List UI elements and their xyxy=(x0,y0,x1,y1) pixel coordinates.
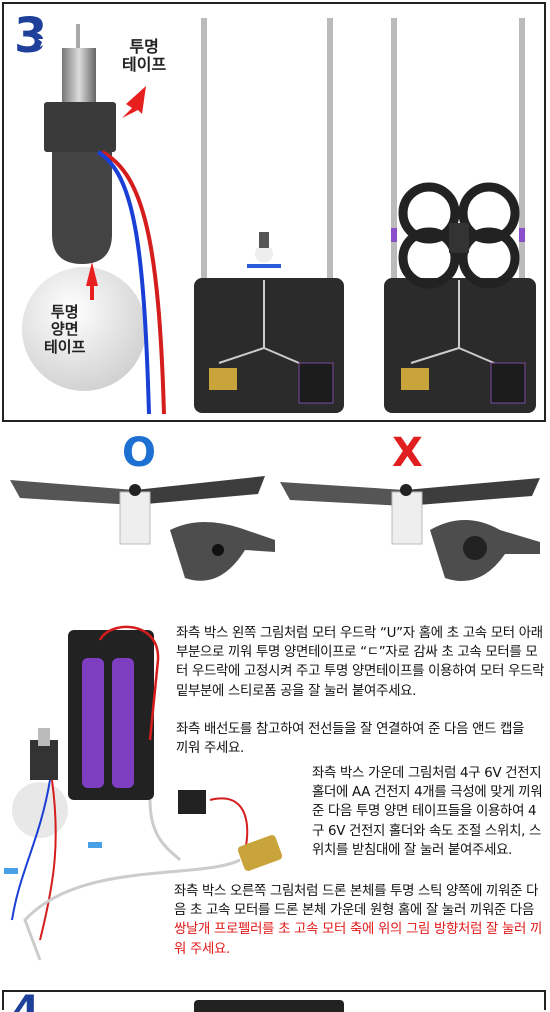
motor-clip xyxy=(247,264,281,268)
motor-holder-top xyxy=(44,102,116,152)
base-drone-illustration xyxy=(384,18,536,413)
stick-left xyxy=(201,18,207,298)
potentiometer xyxy=(237,835,283,871)
step3-panel: 3 투명 테이프 투명 양면 테이프 xyxy=(2,2,546,422)
star-icon xyxy=(38,34,52,47)
instruction-p3: 좌측 박스 가운데 그림처럼 4구 6V 건전지 홀더에 AA 건전지 4개를 … xyxy=(312,766,543,858)
instruction-block-3: 좌측 박스 가운데 그림처럼 4구 6V 건전지 홀더에 AA 건전지 4개를 … xyxy=(312,764,544,860)
motor-ball-illustration xyxy=(22,24,166,415)
propeller-correct xyxy=(10,476,275,581)
label-tape: 투명 테이프 xyxy=(122,37,167,75)
instruction-p4-black: 좌측 박스 오른쪽 그림처럼 드론 본체를 투명 스틱 양쪽에 끼워준 다음 초… xyxy=(174,884,539,919)
motor-body xyxy=(62,48,96,106)
stick-left xyxy=(391,18,397,298)
small-ball xyxy=(255,245,273,263)
step4-number-badge: 4 xyxy=(12,994,40,1012)
step3-number-badge: 3 xyxy=(14,10,52,58)
step3-number: 3 xyxy=(14,10,47,58)
base-motor-illustration xyxy=(194,18,344,413)
arrow-double-tape-icon xyxy=(86,262,98,300)
switch xyxy=(178,790,206,814)
instruction-block-4: 좌측 박스 오른쪽 그림처럼 드론 본체를 투명 스틱 양쪽에 끼워준 다음 초… xyxy=(174,882,546,959)
battery-1 xyxy=(82,658,104,788)
step4-panel: 4 xyxy=(2,990,546,1012)
stick-right xyxy=(327,18,333,298)
blue-wire xyxy=(96,150,151,415)
motor xyxy=(38,728,50,746)
blue-wire xyxy=(11,779,51,921)
instruction-p1: 좌측 박스 왼쪽 그림처럼 모터 우드락 “U”자 홈에 초 고속 모터 아래 … xyxy=(176,626,545,699)
potentiometer xyxy=(401,368,429,390)
instruction-p4-red: 쌍날개 프로펠러를 초 고속 모터 축에 위의 그림 방향처럼 잘 눌러 끼워 … xyxy=(174,922,543,957)
wrong-mark: X xyxy=(392,430,423,476)
connector-1 xyxy=(4,868,18,874)
red-wire xyxy=(209,797,249,851)
motor-shaft xyxy=(76,24,80,50)
step4-number: 4 xyxy=(12,994,40,1012)
battery-2 xyxy=(112,658,134,788)
styrofoam-ball xyxy=(22,267,146,391)
white-wire xyxy=(148,799,182,862)
wiring-diagram xyxy=(4,625,283,961)
small-motor xyxy=(259,232,269,248)
battery-holder xyxy=(298,362,334,404)
instruction-block-1: 좌측 박스 왼쪽 그림처럼 모터 우드락 “U”자 홈에 초 고속 모터 아래 … xyxy=(176,624,546,701)
arrow-tape-icon xyxy=(122,86,146,118)
battery-holder xyxy=(490,362,526,404)
drone-frame xyxy=(398,182,520,289)
white-wire xyxy=(23,858,241,961)
connector-2 xyxy=(88,842,102,848)
potentiometer xyxy=(209,368,237,390)
step4-board-top xyxy=(194,1000,344,1012)
stick-right xyxy=(519,18,525,298)
propeller-wrong xyxy=(280,478,540,581)
red-wire xyxy=(101,150,166,415)
instruction-p4: 좌측 박스 오른쪽 그림처럼 드론 본체를 투명 스틱 양쪽에 끼워준 다음 초… xyxy=(174,882,546,959)
motor-holder xyxy=(30,740,58,780)
drone-clip-right xyxy=(519,228,525,242)
instruction-p2: 좌측 배선도를 참고하여 전선들을 잘 연결하여 준 다음 앤드 캡을 끼워 주… xyxy=(176,722,525,757)
instruction-block-2: 좌측 배선도를 참고하여 전선들을 잘 연결하여 준 다음 앤드 캡을 끼워 주… xyxy=(176,720,536,758)
label-double-tape: 투명 양면 테이프 xyxy=(44,303,86,356)
propeller-comparison xyxy=(10,476,540,581)
motor-holder-body xyxy=(52,152,112,264)
wires-white xyxy=(218,280,300,364)
wires-white xyxy=(410,280,495,364)
battery-holder xyxy=(68,630,154,800)
correct-mark: O xyxy=(122,430,157,476)
drone-center xyxy=(449,223,469,253)
red-wire xyxy=(98,625,160,741)
drone-clip-left xyxy=(391,228,397,242)
ball xyxy=(12,782,68,838)
red-wire xyxy=(39,779,57,941)
